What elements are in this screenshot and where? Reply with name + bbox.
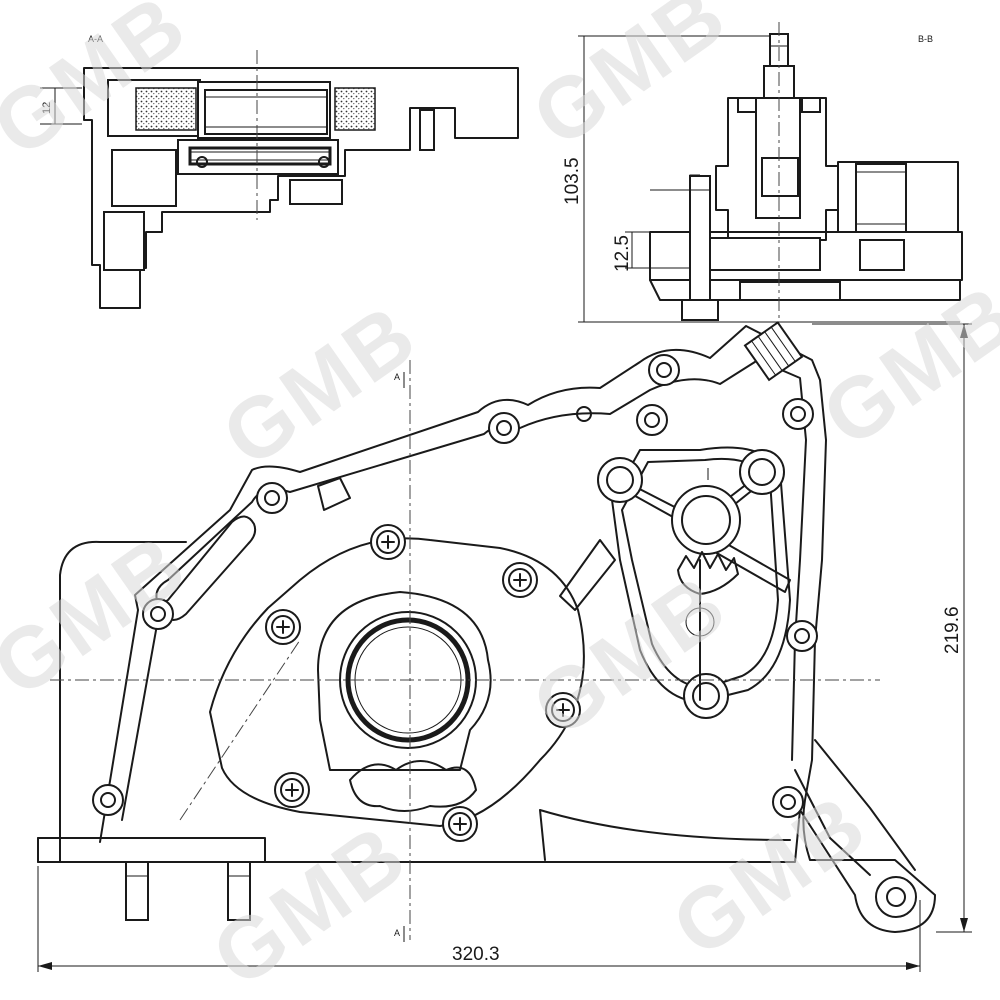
- dim-height-label: 219.6: [942, 606, 963, 654]
- section-view-b-b: B-B 103.5: [562, 22, 963, 323]
- watermark-text: GMB: [516, 555, 745, 756]
- section-view-a-a: A-A 12: [40, 34, 519, 309]
- watermark-text: GMB: [196, 805, 425, 1000]
- filter-element-right: [334, 87, 376, 131]
- section-b-dim-12-5: 12.5: [612, 235, 633, 272]
- cover-bolts: [265, 524, 581, 842]
- dim-width-label: 320.3: [452, 944, 500, 965]
- filter-element-left: [135, 87, 197, 131]
- section-marker-top: A: [394, 372, 400, 382]
- watermark-text: GMB: [516, 0, 745, 166]
- relief-valve-assembly: [597, 446, 791, 719]
- watermark-text: GMB: [206, 285, 435, 486]
- bottom-studs: [125, 861, 251, 921]
- section-a-dim-12: 12: [41, 102, 53, 114]
- dimension-height: 219.6: [812, 323, 972, 933]
- sensor-fitting: [743, 321, 804, 382]
- seal-ring: [188, 146, 332, 166]
- watermark-text: GMB: [656, 775, 885, 976]
- main-front-view: A A 320.3 219.6: [37, 321, 972, 972]
- watermark-text: GMB: [0, 515, 205, 716]
- main-oil-seal: [317, 591, 492, 771]
- section-b-label: B-B: [918, 34, 933, 44]
- dimension-width: 320.3: [37, 866, 921, 972]
- section-a-label: A-A: [88, 34, 103, 44]
- section-b-dim-103-5: 103.5: [562, 157, 583, 205]
- mounting-holes: [92, 354, 818, 818]
- section-marker-bottom: A: [394, 928, 400, 938]
